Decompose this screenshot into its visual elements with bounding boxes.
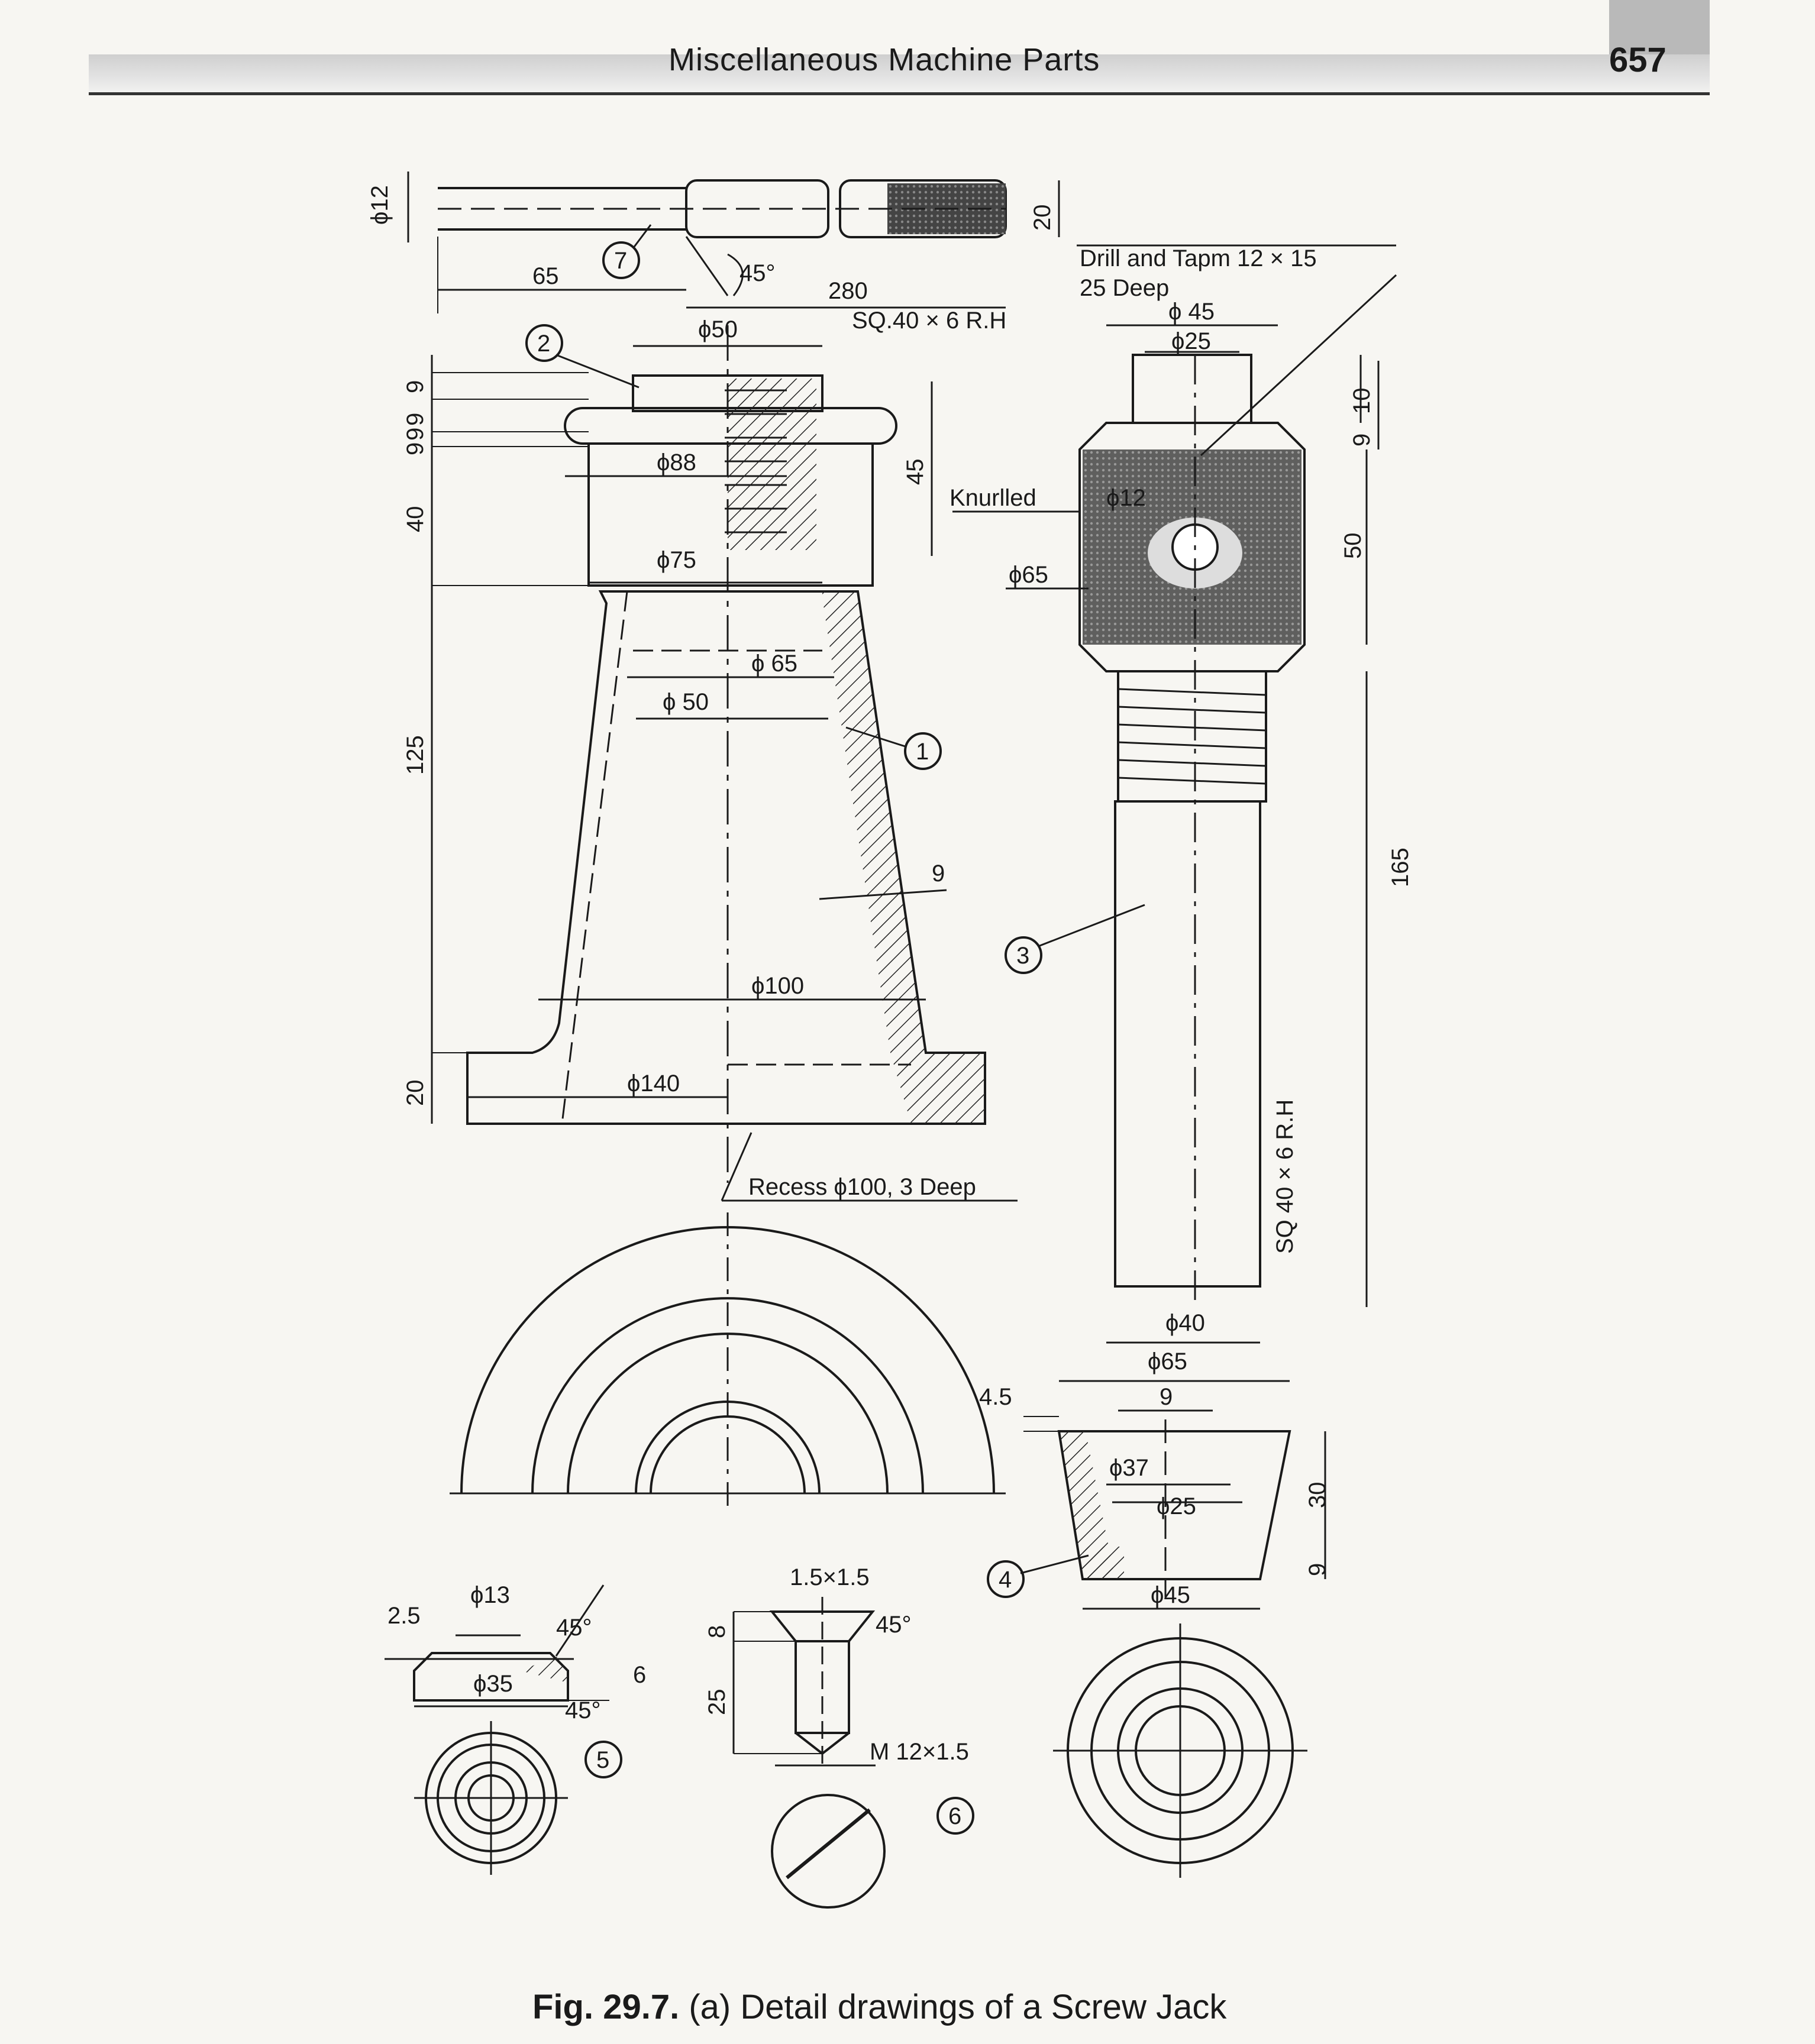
part-6-number: 6: [948, 1803, 961, 1829]
part-7-number: 7: [614, 248, 627, 274]
part-2-number: 2: [537, 331, 550, 357]
label-screw6-m: M 12×1.5: [870, 1739, 969, 1765]
label-cup-dia25: ϕ25: [1157, 1493, 1196, 1519]
part-1-number: 1: [916, 739, 929, 765]
label-body-dia50: ϕ 50: [663, 689, 709, 715]
label-handle-end: 20: [1029, 205, 1055, 231]
label-screw-dia65: ϕ65: [1009, 562, 1048, 588]
label-screw6-25: 25: [704, 1689, 730, 1716]
label-handle-total: 280: [828, 278, 868, 304]
header-rule: [89, 92, 1710, 95]
figure-caption: Fig. 29.7. (a) Detail drawings of a Scre…: [532, 1987, 1226, 2027]
label-washer-25: 2.5: [387, 1603, 421, 1629]
label-screw-dia45: ϕ 45: [1168, 299, 1215, 325]
part-3-number: 3: [1016, 943, 1029, 969]
label-cup-h9: 9: [1304, 1563, 1330, 1576]
label-cup-dia37: ϕ37: [1109, 1455, 1149, 1481]
label-nut-dia88: ϕ88: [657, 449, 696, 476]
header-band: [89, 54, 1710, 95]
label-body-dia100: ϕ100: [751, 973, 804, 999]
label-nut-9d: 9: [402, 442, 428, 455]
label-screw-deep: 25 Deep: [1080, 275, 1169, 301]
label-body-wall: 9: [932, 861, 945, 887]
label-screw-hole: ϕ12: [1106, 485, 1146, 511]
label-screw6-chamfer: 1.5×1.5: [790, 1564, 870, 1590]
label-cup-dia65: ϕ65: [1148, 1348, 1187, 1374]
label-handle-len: 65: [532, 263, 559, 289]
figure-label: Fig. 29.7.: [532, 1988, 680, 2026]
label-nut-top-dia: ϕ50: [698, 316, 738, 342]
part-4-number: 4: [999, 1567, 1012, 1593]
label-washer-45b: 45°: [565, 1697, 601, 1723]
body-plan-view: [450, 1212, 1006, 1508]
running-head: Miscellaneous Machine Parts: [668, 42, 1100, 77]
figure-caption-text: (a) Detail drawings of a Screw Jack: [689, 1988, 1227, 2026]
label-handle-dia: ϕ12: [367, 185, 393, 225]
label-nut-h40: 40: [402, 506, 428, 533]
label-washer-dia13: ϕ13: [470, 1582, 510, 1608]
label-nut-dia75: ϕ75: [657, 547, 696, 573]
label-cup-45: 4.5: [979, 1384, 1012, 1410]
label-screw-drill: Drill and Tapm 12 × 15: [1080, 245, 1317, 271]
label-screw-thread: SQ 40 × 6 R.H: [1272, 1099, 1298, 1254]
label-washer-45a: 45°: [556, 1615, 592, 1641]
label-nut-9b: 9: [402, 413, 428, 426]
label-screw-dia25: ϕ25: [1171, 328, 1211, 354]
label-body-recess: Recess ϕ100, 3 Deep: [748, 1174, 976, 1200]
label-cup-slot: 9: [1160, 1384, 1173, 1410]
label-washer-dia35: ϕ35: [473, 1671, 513, 1697]
cup-part: [987, 1380, 1326, 1878]
label-screw6-45: 45°: [876, 1612, 912, 1638]
label-handle-chamfer: 45°: [739, 260, 776, 286]
label-cup-dia45: ϕ45: [1151, 1582, 1190, 1608]
part-5-number: 5: [596, 1747, 609, 1773]
label-cup-h30: 30: [1304, 1482, 1330, 1509]
label-screw-h165: 165: [1387, 848, 1413, 887]
page-number: 657: [1609, 41, 1667, 79]
nut-part: [431, 324, 933, 1183]
body-part: [431, 590, 1018, 1202]
label-screw-h9: 9: [1349, 434, 1375, 447]
label-screw-h10: 10: [1349, 388, 1375, 415]
label-body-h125: 125: [402, 735, 428, 775]
countersunk-screw-part: [732, 1597, 974, 1909]
label-screw-dia40: ϕ40: [1165, 1310, 1205, 1336]
label-nut-9c: 9: [402, 428, 428, 441]
label-screw-knurl: Knurlled: [950, 485, 1036, 511]
tommy-bar: [407, 172, 1060, 313]
label-nut-h45: 45: [902, 459, 928, 486]
washer-part: [385, 1584, 622, 1875]
label-screw6-8: 8: [704, 1625, 730, 1638]
label-body-dia65: ϕ 65: [751, 651, 797, 677]
label-screw-h50: 50: [1340, 533, 1366, 559]
label-washer-6: 6: [633, 1662, 646, 1688]
label-body-base-h: 20: [402, 1080, 428, 1107]
label-nut-9a: 9: [402, 380, 428, 393]
screw-part: [952, 244, 1397, 1344]
label-body-base-dia: ϕ140: [627, 1070, 680, 1097]
label-nut-thread: SQ.40 × 6 R.H: [852, 308, 1006, 334]
